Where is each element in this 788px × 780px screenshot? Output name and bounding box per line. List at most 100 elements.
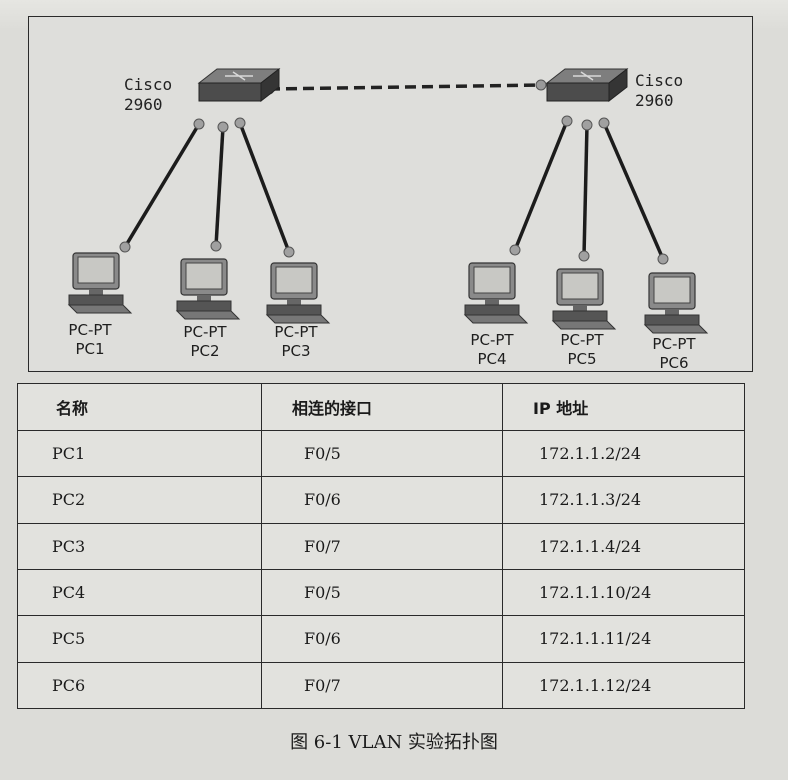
switch-right-label: Cisco 2960 [635, 71, 683, 111]
pc-base [266, 304, 322, 316]
table-row: PC4 F0/5 172.1.1.10/24 [17, 568, 745, 617]
monitor-stand [287, 299, 301, 305]
cell-interface: F0/5 [261, 568, 503, 617]
keyboard [463, 314, 529, 324]
pc-2-icon [175, 258, 241, 320]
monitor-screen [653, 276, 691, 304]
pc-base [552, 310, 608, 322]
port-led [578, 250, 590, 262]
port-led [119, 241, 131, 253]
switch-side [608, 67, 628, 103]
cell-interface: F0/7 [261, 661, 503, 710]
switch-front [546, 82, 610, 102]
header-ip: IP 地址 [502, 383, 745, 431]
pc-type: PC-PT [470, 331, 514, 349]
pc-name: PC2 [190, 342, 220, 360]
monitor-screen [473, 266, 511, 294]
keyboard [643, 324, 709, 334]
switch-side [260, 67, 280, 103]
table-row: PC6 F0/7 172.1.1.12/24 [17, 661, 745, 710]
access-link [238, 122, 291, 253]
monitor-screen [185, 262, 223, 290]
pc-5-icon [551, 268, 617, 330]
pc-base [644, 314, 700, 326]
cell-interface: F0/5 [261, 429, 503, 478]
switch-left-label: Cisco 2960 [124, 75, 172, 115]
cell-ip: 172.1.1.11/24 [502, 615, 745, 663]
header-interface: 相连的接口 [261, 383, 503, 431]
cell-name: PC2 [17, 476, 262, 524]
pc4-label: PC-PT PC4 [447, 331, 537, 369]
table-row: PC3 F0/7 172.1.1.4/24 [17, 522, 745, 570]
monitor-screen [561, 272, 599, 300]
cell-name: PC4 [17, 568, 262, 617]
access-link [513, 120, 569, 251]
figure-caption: 图 6-1 VLAN 实验拓扑图 [290, 732, 498, 753]
pc-type: PC-PT [652, 335, 696, 353]
pc-3-icon [265, 262, 331, 324]
switch-right-icon [545, 67, 629, 103]
port-led [535, 79, 547, 91]
cell-name: PC5 [17, 615, 262, 663]
port-led [234, 117, 246, 129]
monitor-stand [485, 299, 499, 305]
port-led [210, 240, 222, 252]
switch-front [198, 82, 262, 102]
table-header-row: 名称 相连的接口 IP 地址 [17, 383, 745, 431]
monitor-stand [573, 305, 587, 311]
pc-name: PC3 [281, 342, 311, 360]
pc-name: PC5 [567, 350, 597, 368]
switch-arrows-icon [573, 71, 601, 81]
pc-base [68, 294, 124, 306]
pc-1-icon [67, 252, 133, 314]
topology-svg [67, 67, 709, 334]
switch-arrows-icon [225, 71, 253, 81]
pc-name: PC4 [477, 350, 507, 368]
switch-left-brand: Cisco [124, 75, 173, 94]
pc2-label: PC-PT PC2 [160, 323, 250, 361]
monitor-stand [665, 309, 679, 315]
pc-6-icon [643, 272, 709, 334]
monitor-stand [197, 295, 211, 301]
pc3-label: PC-PT PC3 [251, 323, 341, 361]
port-led [509, 244, 521, 256]
port-led [598, 117, 610, 129]
cell-interface: F0/6 [261, 476, 503, 524]
pc-type: PC-PT [560, 331, 604, 349]
table-row: PC5 F0/6 172.1.1.11/24 [17, 615, 745, 663]
network-topology-diagram: Cisco 2960 Cisco 2960 PC-PT PC1 PC-PT PC… [28, 16, 753, 372]
port-led [217, 121, 229, 133]
port-led [193, 118, 205, 130]
cell-name: PC1 [17, 429, 262, 478]
pc-4-icon [463, 262, 529, 324]
switch-right-brand: Cisco [635, 71, 684, 90]
cell-ip: 172.1.1.2/24 [502, 429, 745, 478]
port-led [283, 246, 295, 258]
switch-left-icon [197, 67, 281, 103]
pc-type: PC-PT [274, 323, 318, 341]
pc-base [464, 304, 520, 316]
cell-ip: 172.1.1.4/24 [502, 522, 745, 570]
pc1-label: PC-PT PC1 [45, 321, 135, 359]
cell-ip: 172.1.1.12/24 [502, 661, 745, 710]
port-led [561, 115, 573, 127]
switch-right-model: 2960 [635, 91, 674, 110]
pc-type: PC-PT [68, 321, 112, 339]
monitor-stand [89, 289, 103, 295]
access-link [602, 122, 665, 260]
cell-interface: F0/6 [261, 615, 503, 663]
pc-name: PC1 [75, 340, 105, 358]
pc-type: PC-PT [183, 323, 227, 341]
pc-base [176, 300, 232, 312]
cell-ip: 172.1.1.10/24 [502, 568, 745, 617]
monitor-screen [77, 256, 115, 284]
pc6-label: PC-PT PC6 [629, 335, 719, 373]
ip-address-table: 名称 相连的接口 IP 地址 PC1 F0/5 172.1.1.2/24 PC2… [17, 383, 745, 710]
keyboard [175, 310, 241, 320]
header-name: 名称 [17, 383, 262, 431]
table-row: PC2 F0/6 172.1.1.3/24 [17, 476, 745, 524]
port-led [581, 119, 593, 131]
access-link [123, 123, 201, 248]
access-link [214, 126, 225, 247]
cell-name: PC6 [17, 661, 262, 710]
